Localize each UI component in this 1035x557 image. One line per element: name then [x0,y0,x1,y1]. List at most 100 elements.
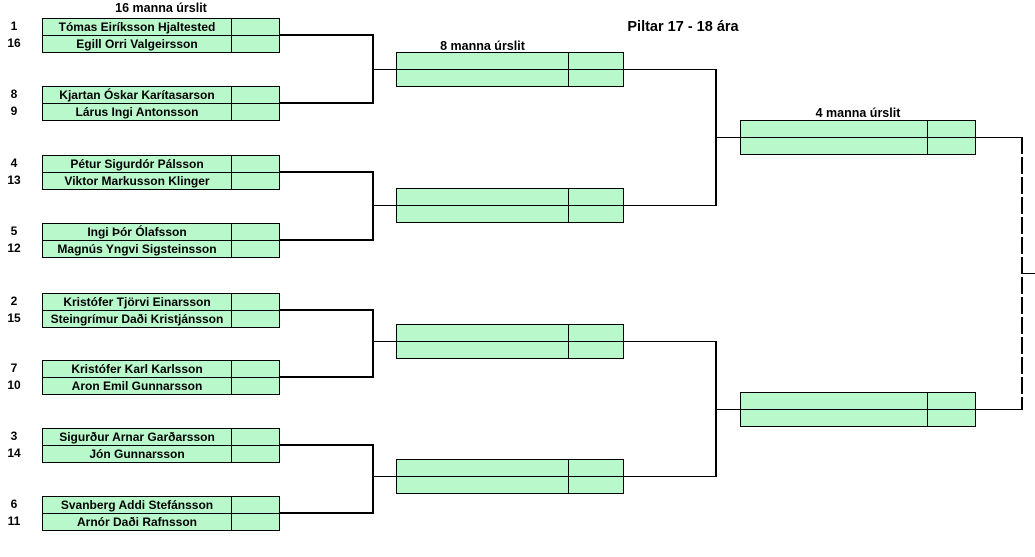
player-name-cell[interactable]: Viktor Markusson Klinger [43,172,232,189]
seed-label: 7 [10,361,18,375]
connector-line [372,444,374,514]
score-cell[interactable] [232,378,279,395]
player-name-cell[interactable] [397,341,569,358]
quarterfinals-header: 8 manna úrslit [440,39,525,53]
connector-line [280,239,374,241]
player-name-cell[interactable]: Lárus Ingi Antonsson [43,103,232,120]
score-cell[interactable] [569,325,623,341]
seed-label: 12 [7,241,21,255]
connector-line [280,309,374,311]
matchup-box: Ingi Þór Ólafsson Magnús Yngvi Sigsteins… [42,223,280,258]
connector-line [280,376,374,378]
score-cell[interactable] [569,189,623,205]
matchup-box: Tómas Eiríksson Hjaltested Egill Orri Va… [42,18,280,53]
score-cell[interactable] [232,173,279,190]
player-name-cell[interactable]: Kristófer Tjörvi Einarsson [43,294,232,310]
player-name-cell[interactable]: Ingi Þór Ólafsson [43,224,232,240]
matchup-box [396,52,624,87]
matchup-box: Pétur Sigurdór Pálsson Viktor Markusson … [42,155,280,190]
score-cell[interactable] [928,410,975,427]
seed-label: 14 [7,446,21,460]
player-name-cell[interactable]: Jón Gunnarsson [43,445,232,462]
seed-label: 13 [7,173,21,187]
connector-line [1021,272,1035,275]
score-cell[interactable] [232,241,279,258]
score-cell[interactable] [928,393,975,409]
player-name-cell[interactable] [397,205,569,222]
score-cell[interactable] [232,429,279,445]
player-name-cell[interactable] [397,189,569,205]
score-cell[interactable] [569,477,623,494]
player-name-cell[interactable] [397,460,569,476]
player-name-cell[interactable] [741,393,928,409]
score-cell[interactable] [232,361,279,377]
player-name-cell[interactable]: Kjartan Óskar Karítasarson [43,87,232,103]
matchup-box: Sigurður Arnar Garðarsson Jón Gunnarsson [42,428,280,463]
player-name-cell[interactable]: Aron Emil Gunnarsson [43,377,232,394]
score-cell[interactable] [569,342,623,359]
connector-line [280,512,374,514]
player-name-cell[interactable]: Magnús Yngvi Sigsteinsson [43,240,232,257]
connector-line [280,34,374,36]
seed-label: 6 [10,497,18,511]
player-name-cell[interactable]: Arnór Daði Rafnsson [43,513,232,530]
score-cell[interactable] [928,121,975,137]
connector-line [976,136,1023,139]
matchup-box [740,120,976,155]
player-name-cell[interactable] [397,53,569,69]
player-name-cell[interactable]: Pétur Sigurdór Pálsson [43,156,232,172]
matchup-box: Svanberg Addi Stefánsson Arnór Daði Rafn… [42,496,280,531]
score-cell[interactable] [232,224,279,240]
score-cell[interactable] [232,87,279,103]
matchup-box [740,392,976,427]
player-name-cell[interactable]: Sigurður Arnar Garðarsson [43,429,232,445]
player-name-cell[interactable] [397,476,569,493]
seed-label: 8 [10,87,18,101]
score-cell[interactable] [232,104,279,121]
connector-line [715,136,740,139]
matchup-box [396,324,624,359]
player-name-cell[interactable]: Steingrímur Daði Kristjánsson [43,310,232,327]
score-cell[interactable] [232,514,279,531]
seed-label: 4 [10,156,18,170]
seed-label: 5 [10,224,18,238]
score-cell[interactable] [569,460,623,476]
seed-label: 15 [7,311,21,325]
connector-line [280,102,374,104]
player-name-cell[interactable] [741,409,928,426]
player-name-cell[interactable] [741,137,928,154]
score-cell[interactable] [569,70,623,87]
score-cell[interactable] [232,294,279,310]
matchup-box: Kjartan Óskar Karítasarson Lárus Ingi An… [42,86,280,121]
score-cell[interactable] [232,19,279,35]
player-name-cell[interactable] [397,69,569,86]
score-cell[interactable] [232,497,279,513]
matchup-box [396,188,624,223]
connector-line [372,475,396,478]
connector-line [372,204,396,207]
player-name-cell[interactable]: Kristófer Karl Karlsson [43,361,232,377]
seed-label: 16 [7,36,21,50]
player-name-cell[interactable]: Tómas Eiríksson Hjaltested [43,19,232,35]
player-name-cell[interactable]: Egill Orri Valgeirsson [43,35,232,52]
connector-line [624,340,717,343]
matchup-box: Kristófer Karl Karlsson Aron Emil Gunnar… [42,360,280,395]
player-name-cell[interactable] [741,121,928,137]
player-name-cell[interactable]: Svanberg Addi Stefánsson [43,497,232,513]
seed-label: 9 [10,104,18,118]
score-cell[interactable] [569,53,623,69]
score-cell[interactable] [928,138,975,155]
connector-line [976,408,1023,411]
seed-label: 2 [10,294,18,308]
connector-line [624,204,717,207]
player-name-cell[interactable] [397,325,569,341]
score-cell[interactable] [232,311,279,328]
score-cell[interactable] [569,206,623,223]
semifinals-header: 4 manna úrslit [815,106,901,120]
score-cell[interactable] [232,446,279,463]
seed-label: 1 [10,19,18,33]
seed-label: 11 [7,514,21,528]
score-cell[interactable] [232,156,279,172]
score-cell[interactable] [232,36,279,53]
